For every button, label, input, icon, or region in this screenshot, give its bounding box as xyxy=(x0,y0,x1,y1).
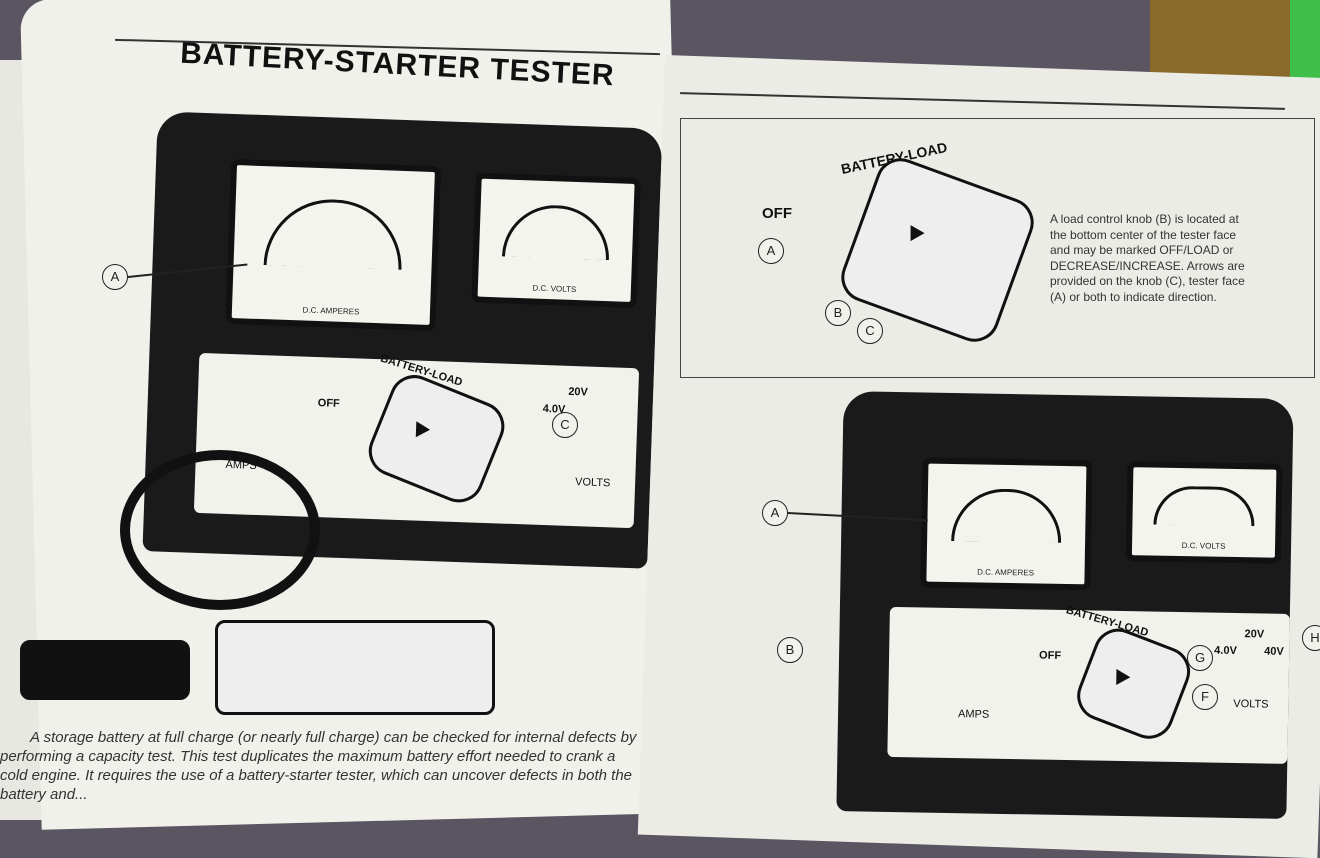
load-knob xyxy=(1069,621,1198,746)
off-label: OFF xyxy=(317,397,340,410)
cable xyxy=(120,450,320,610)
green-bottle xyxy=(1290,0,1320,90)
range-label: 4.0V xyxy=(1214,644,1237,658)
callout-a: A xyxy=(102,264,128,290)
range-label: 20V xyxy=(568,385,589,399)
ammeter: D.C. AMPERES xyxy=(920,457,1093,591)
callout-a: A xyxy=(762,500,788,526)
inset-off-label: OFF xyxy=(762,205,792,222)
ammeter: D.C. AMPERES xyxy=(225,158,442,332)
voltmeter: D.C. VOLTS xyxy=(1125,461,1283,564)
inset-callout-b: B xyxy=(825,300,851,326)
volts-label: VOLTS xyxy=(1233,697,1269,711)
range-label: 20V xyxy=(1244,628,1265,641)
tester-illustration-2: D.C. AMPERES D.C. VOLTS BATTERY-LOAD OFF… xyxy=(836,391,1294,819)
volts-label: VOLTS xyxy=(574,476,611,490)
callout-f: F xyxy=(1192,684,1218,710)
voltmeter: D.C. VOLTS xyxy=(471,172,641,309)
tester-face: BATTERY-LOAD OFF 20V 4.0V 40V AMPS VOLTS xyxy=(887,604,1290,764)
inset-box xyxy=(680,118,1315,378)
callout-b: B xyxy=(777,637,803,663)
callout-c: C xyxy=(552,412,578,438)
clamp xyxy=(215,620,495,715)
amps-label: AMPS xyxy=(957,708,990,721)
callout-h: H xyxy=(1302,625,1320,651)
inset-callout-c: C xyxy=(857,318,883,344)
load-knob[interactable] xyxy=(361,367,512,510)
body-paragraph: A storage battery at full charge (or nea… xyxy=(0,729,637,803)
inset-description: A load control knob (B) is located at th… xyxy=(1050,212,1245,304)
inset-callout-a: A xyxy=(758,238,784,264)
range-label: 40V xyxy=(1264,645,1284,658)
callout-g: G xyxy=(1187,645,1213,671)
clamp-black xyxy=(20,640,190,700)
off-label: OFF xyxy=(1039,649,1062,662)
